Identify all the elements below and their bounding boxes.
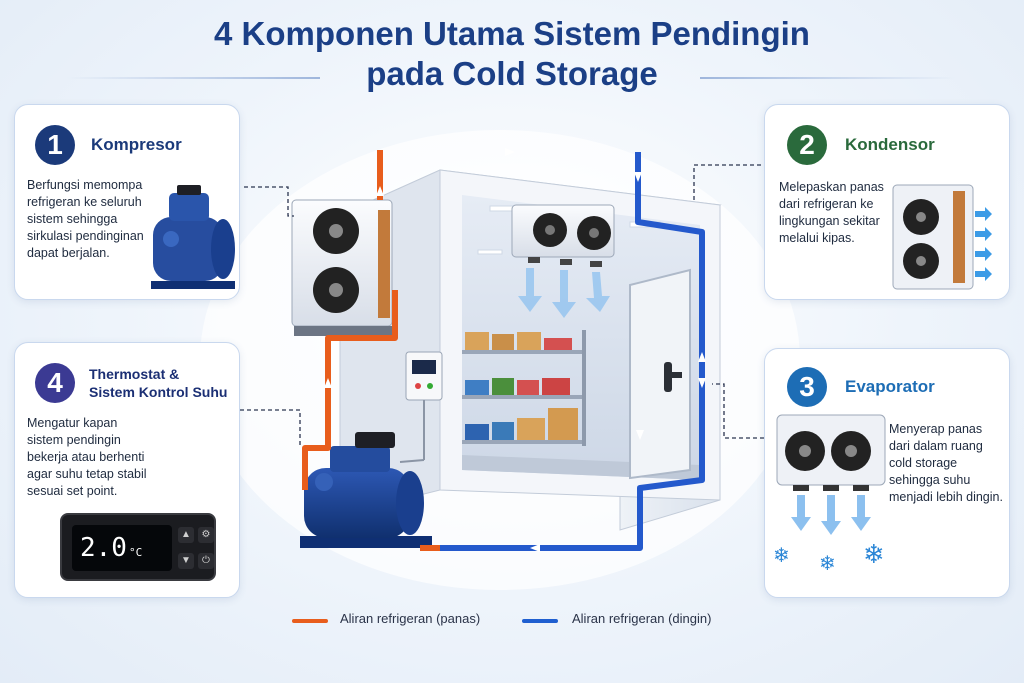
badge-number-1: 1 [35,125,75,165]
card-title-kompresor: Kompresor [91,135,182,154]
crate [492,334,514,350]
flow-arrow [505,148,515,156]
crate [548,408,578,440]
temperature-value: 2.0 [80,533,127,563]
card-title-kondensor: Kondensor [845,135,935,154]
desc-line: dapat berjalan. [27,246,110,260]
thermostat-device: 2.0°C ▲ ⚙ ▼ ⏻ [60,513,216,581]
down-arrow-icon[interactable]: ▼ [178,553,194,569]
connector-evaporator [712,383,778,439]
flow-arrow [698,378,706,388]
desc-line: refrigeran ke seluruh [27,195,142,209]
flow-arrow [636,430,644,440]
flow-arrow [530,544,540,552]
title-rule-left [66,77,320,79]
desc-line: agar suhu tetap stabil [27,467,147,481]
desc-line: sehingga suhu [889,473,971,487]
desc-line: Berfungsi memompa [27,178,143,192]
crate [542,378,570,395]
legend-hot-label: Aliran refrigeran (panas) [340,611,481,626]
crate [465,380,489,395]
door-handle [664,362,672,392]
snowflake-icon: ❄ [819,553,836,575]
control-panel [399,351,443,463]
cold-pipe-right-side [440,152,705,551]
crate [492,378,514,395]
condenser-unit-left [291,199,393,336]
title-line-1: 4 Komponen Utama Sistem Pendingin [214,15,810,52]
cold-air-arrow [518,268,542,312]
desc-line: Mengatur kapan [27,416,118,430]
desc-line: melalui kipas. [779,231,855,245]
card-title-evaporator: Evaporator [845,377,935,396]
compressor-icon [151,185,235,289]
connector-thermostat [240,409,301,448]
card-evaporator: 3 Evaporator Menyerap panas dari dalam r… [764,348,1010,598]
indoor-evaporator-unit [511,204,615,318]
cold-air-arrow [552,270,576,318]
crate [517,418,545,440]
connector-kompresor [244,186,294,217]
crate [465,332,489,350]
crate [492,422,514,440]
snowflake-icon: ❄ [863,539,885,569]
title-line-2: pada Cold Storage [366,55,658,92]
card-kompresor: 1 Kompresor Berfungsi memompa refrigeran… [14,104,240,300]
crate [465,424,489,440]
card-desc-kondensor: Melepaskan panas dari refrigeran ke ling… [779,179,905,247]
gear-icon[interactable]: ⚙ [198,527,214,543]
snowflake-icon: ❄ [773,545,790,567]
crate [517,332,541,350]
desc-line: sistem sehingga [27,212,118,226]
desc-line: Melepaskan panas [779,180,884,194]
desc-line: lingkungan sekitar [779,214,880,228]
card-desc-kompresor: Berfungsi memompa refrigeran ke seluruh … [27,177,167,262]
desc-line: sesuai set point. [27,484,118,498]
legend-hot-line [292,619,328,623]
hot-pipe-from-compressor [302,290,398,490]
desc-line: dari dalam ruang [889,439,983,453]
desc-line: Menyerap panas [889,422,983,436]
badge-number-3: 3 [787,367,827,407]
desc-line: sirkulasi pendinginan [27,229,144,243]
evaporator-icon [776,414,886,535]
desc-line: bekerja atau berhenti [27,450,145,464]
ceiling-light [477,249,503,255]
legend-cold-label: Aliran refrigeran (dingin) [572,611,712,626]
room-door [629,268,691,480]
badge-number-2: 2 [787,125,827,165]
storage-shelves [462,330,586,446]
compressor-unit-center [300,432,432,548]
connector-kondensor [693,164,768,200]
card-desc-evaporator: Menyerap panas dari dalam ruang cold sto… [889,421,1011,506]
desc-line: sistem pendingin [27,433,121,447]
title-rule-right [700,77,956,79]
title-line: Thermostat & [89,366,180,382]
desc-line: menjadi lebih dingin. [889,490,1003,504]
crate [544,338,572,350]
title-line: Sistem Kontrol Suhu [89,384,228,400]
card-desc-thermostat: Mengatur kapan sistem pendingin bekerja … [27,415,227,500]
thermostat-screen: 2.0°C [72,525,172,571]
crate [517,380,539,395]
legend-cold-line [522,619,558,623]
flow-arrow [698,352,706,362]
power-icon[interactable]: ⏻ [198,553,214,569]
condenser-icon [892,184,992,290]
cold-air-arrow [586,272,610,312]
desc-line: cold storage [889,456,958,470]
flow-arrow [634,172,642,182]
flow-arrow [376,186,384,196]
temperature-unit: °C [128,546,143,559]
card-kondensor: 2 Kondensor Melepaskan panas dari refrig… [764,104,1010,300]
badge-number-4: 4 [35,363,75,403]
page-title: 4 Komponen Utama Sistem Pendingin pada C… [0,14,1024,94]
flow-arrow [324,378,332,388]
desc-line: dari refrigeran ke [779,197,874,211]
card-title-thermostat: Thermostat & Sistem Kontrol Suhu [89,365,227,401]
up-arrow-icon[interactable]: ▲ [178,527,194,543]
